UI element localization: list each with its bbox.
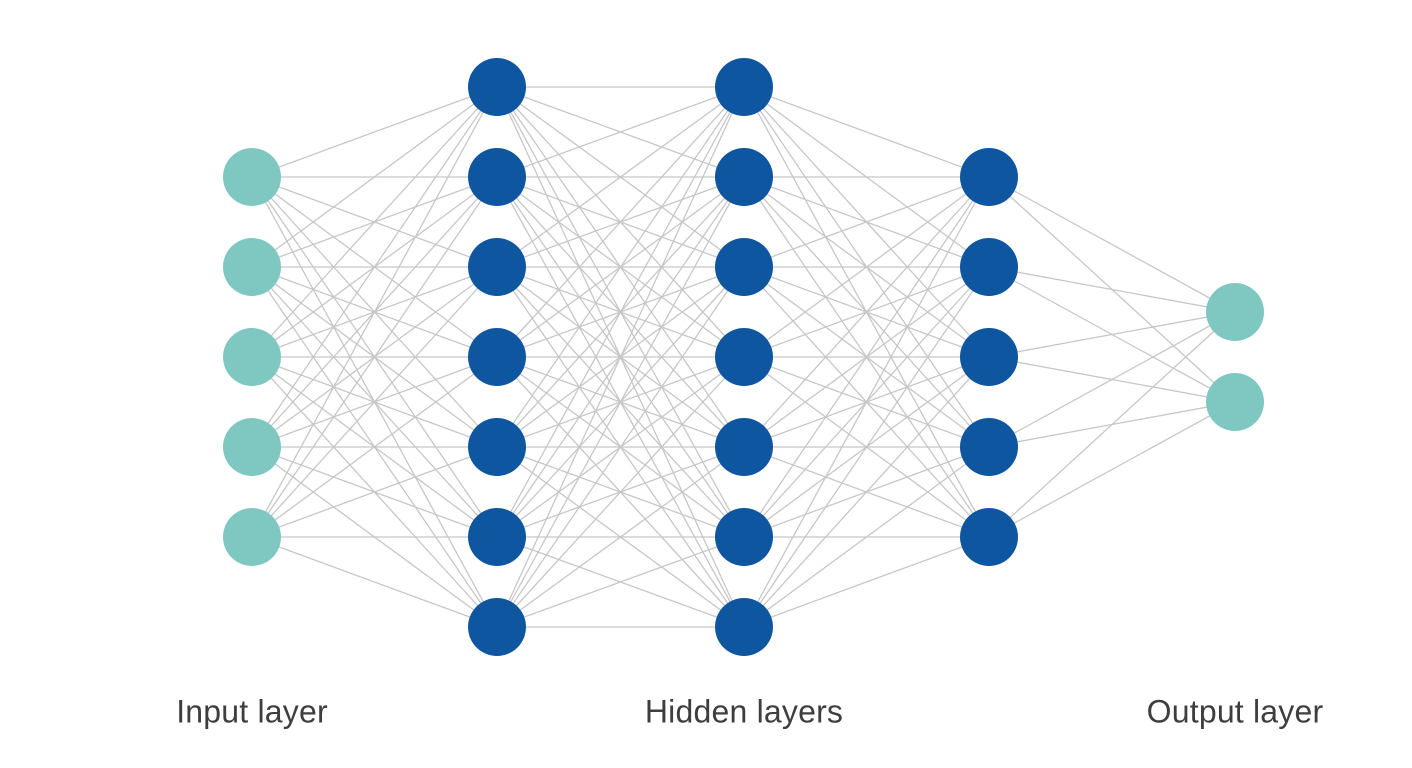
label-output-layer: Output layer [1146, 693, 1324, 730]
neuron-hidden-3-5 [960, 508, 1018, 566]
edge-hidden-2-7-to-hidden-3-3 [743, 356, 990, 628]
edge-input-1-to-hidden-1-1 [251, 86, 498, 178]
edge-hidden-1-7-to-hidden-2-4 [496, 356, 745, 628]
neuron-hidden-3-2 [960, 238, 1018, 296]
edge-input-5-to-hidden-1-4 [251, 356, 498, 538]
edge-hidden-1-7-to-hidden-2-2 [496, 176, 745, 628]
edge-hidden-2-6-to-hidden-3-1 [743, 176, 990, 538]
neuron-hidden-2-2 [715, 148, 773, 206]
edge-hidden-1-4-to-hidden-2-1 [496, 86, 745, 358]
neuron-output-2 [1206, 373, 1264, 431]
edge-hidden-1-7-to-hidden-2-5 [496, 446, 745, 628]
edge-hidden-1-6-to-hidden-2-1 [496, 86, 745, 538]
edge-input-5-to-hidden-1-2 [251, 176, 498, 538]
neuron-input-1 [223, 148, 281, 206]
neuron-hidden-2-5 [715, 418, 773, 476]
neuron-hidden-1-6 [468, 508, 526, 566]
neuron-input-5 [223, 508, 281, 566]
neuron-hidden-2-6 [715, 508, 773, 566]
edge-hidden-3-1-to-output-1 [988, 176, 1236, 313]
edge-hidden-2-1-to-hidden-3-1 [743, 86, 990, 178]
edge-hidden-1-7-to-hidden-2-1 [496, 86, 745, 628]
edge-input-5-to-hidden-1-7 [251, 536, 498, 628]
edge-hidden-3-5-to-output-2 [988, 401, 1236, 538]
neuron-input-3 [223, 328, 281, 386]
edge-hidden-2-3-to-hidden-3-1 [743, 176, 990, 268]
edge-hidden-1-7-to-hidden-2-3 [496, 266, 745, 628]
neuron-hidden-3-4 [960, 418, 1018, 476]
neuron-hidden-3-1 [960, 148, 1018, 206]
edge-hidden-3-2-to-output-1 [988, 266, 1236, 313]
edge-input-5-to-hidden-1-3 [251, 266, 498, 538]
label-input-layer: Input layer [176, 693, 328, 730]
neuron-output-1 [1206, 283, 1264, 341]
edge-hidden-1-7-to-hidden-2-6 [496, 536, 745, 628]
edge-input-3-to-hidden-1-1 [251, 86, 498, 358]
edge-hidden-3-5-to-output-1 [988, 311, 1236, 538]
neuron-hidden-2-7 [715, 598, 773, 656]
edge-hidden-2-4-to-hidden-3-1 [743, 176, 990, 358]
label-hidden-layers: Hidden layers [644, 693, 844, 730]
neuron-hidden-1-3 [468, 238, 526, 296]
neuron-hidden-1-1 [468, 58, 526, 116]
neuron-hidden-1-7 [468, 598, 526, 656]
edge-hidden-1-5-to-hidden-2-1 [496, 86, 745, 448]
neuron-hidden-3-3 [960, 328, 1018, 386]
neuron-hidden-2-4 [715, 328, 773, 386]
edge-hidden-2-5-to-hidden-3-1 [743, 176, 990, 448]
neuron-input-4 [223, 418, 281, 476]
edge-hidden-3-3-to-output-1 [988, 311, 1236, 358]
edge-hidden-2-7-to-hidden-3-1 [743, 176, 990, 628]
neuron-hidden-1-5 [468, 418, 526, 476]
edge-input-4-to-hidden-1-1 [251, 86, 498, 448]
edge-hidden-2-7-to-hidden-3-4 [743, 446, 990, 628]
edge-hidden-3-4-to-output-1 [988, 311, 1236, 448]
edge-hidden-1-2-to-hidden-2-1 [496, 86, 745, 178]
neuron-hidden-1-2 [468, 148, 526, 206]
neuron-input-2 [223, 238, 281, 296]
neuron-hidden-2-1 [715, 58, 773, 116]
edge-hidden-2-7-to-hidden-3-5 [743, 536, 990, 628]
edge-hidden-1-3-to-hidden-2-1 [496, 86, 745, 268]
edge-input-2-to-hidden-1-1 [251, 86, 498, 268]
edge-input-5-to-hidden-1-5 [251, 446, 498, 538]
edge-input-5-to-hidden-1-1 [251, 86, 498, 538]
neuron-hidden-2-3 [715, 238, 773, 296]
edge-hidden-2-7-to-hidden-3-2 [743, 266, 990, 628]
neuron-hidden-1-4 [468, 328, 526, 386]
